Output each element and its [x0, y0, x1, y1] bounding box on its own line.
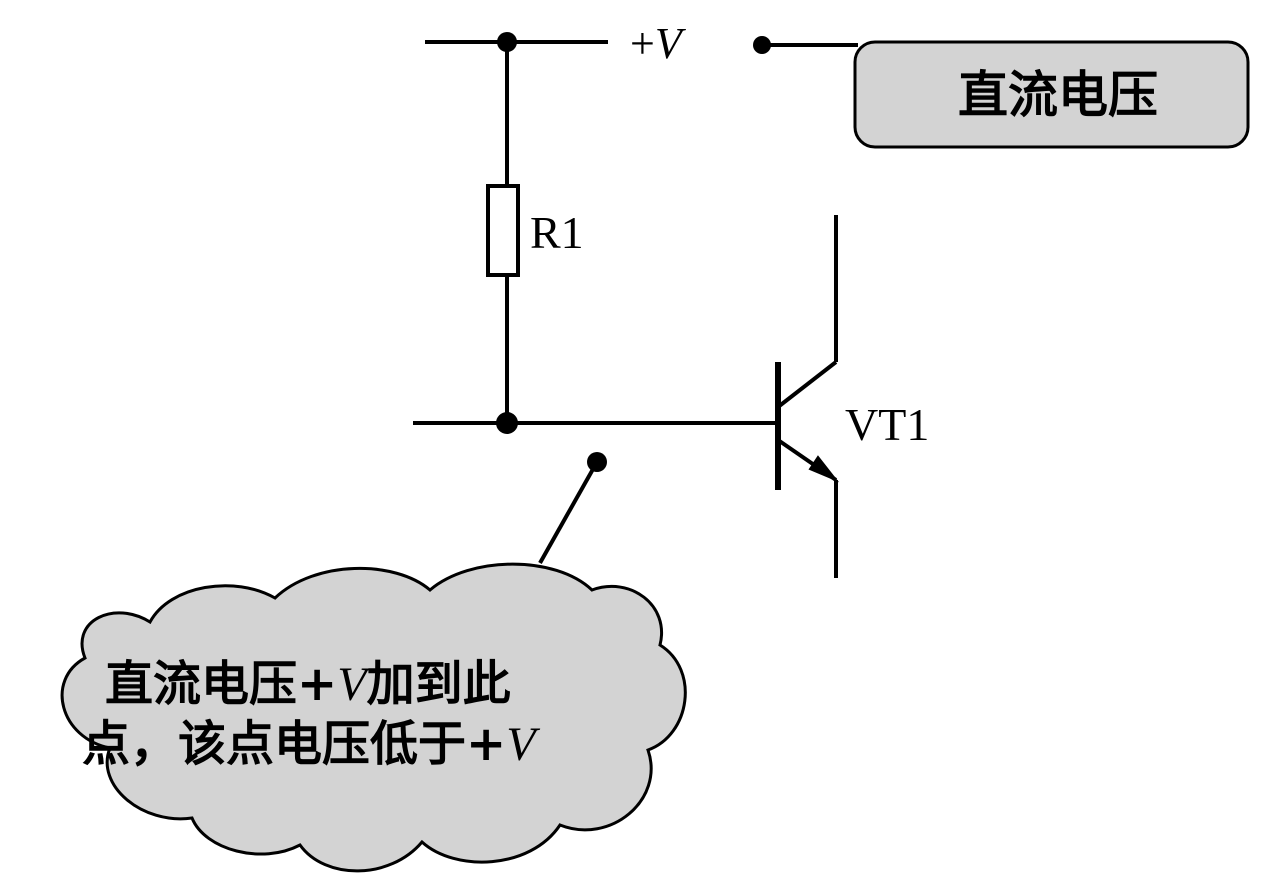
resistor-label: R1 — [530, 207, 584, 258]
callout-line-1: 直流电压+V加到此 — [105, 656, 511, 712]
base-junction-dot — [496, 412, 518, 434]
transistor-collector-diagonal — [776, 360, 838, 409]
emitter-arrow-icon — [808, 455, 840, 483]
dc-voltage-label-text: 直流电压 — [958, 66, 1158, 124]
transistor-label: VT1 — [845, 399, 929, 450]
callout-pointer-line — [538, 461, 599, 564]
resistor-r1 — [486, 184, 520, 277]
dc-voltage-label-box — [853, 40, 1250, 149]
callout-cloud — [60, 562, 687, 873]
supply-voltage-label: +V — [630, 19, 687, 68]
callout-line-2: 点，该点电压低于+V — [82, 716, 540, 772]
